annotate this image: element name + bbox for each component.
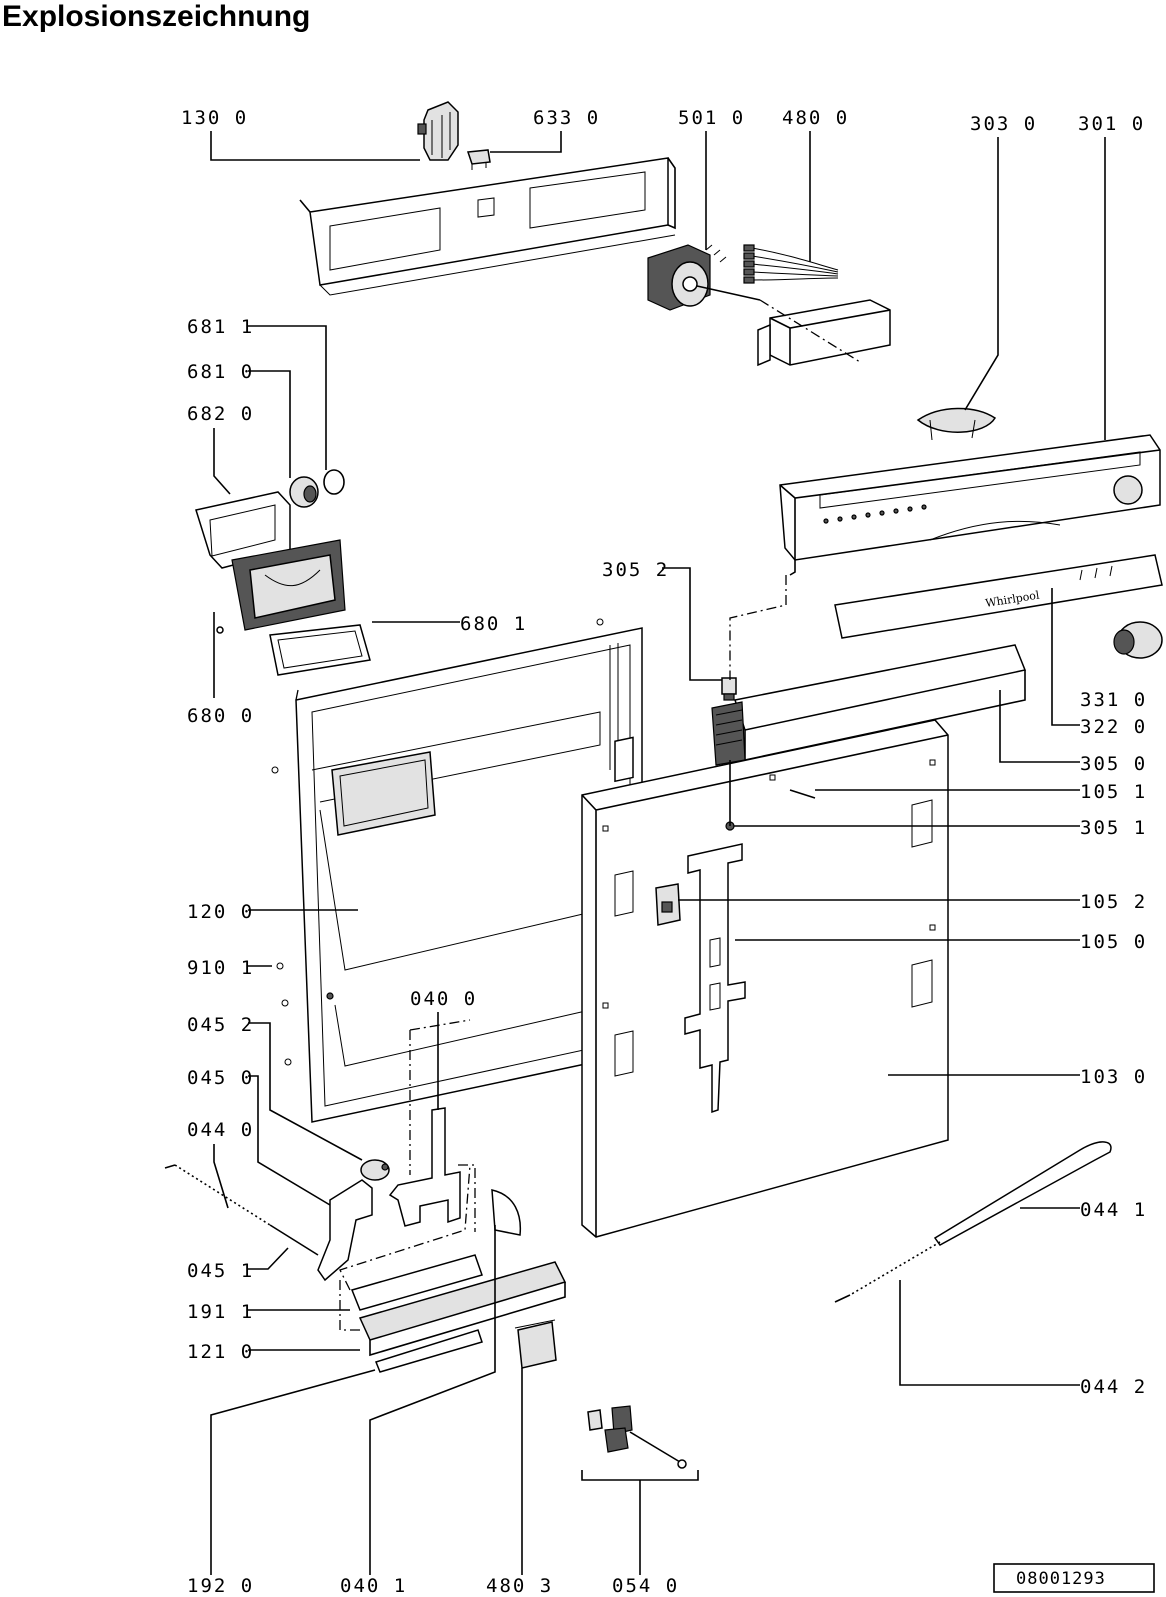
label-121-0: 121 0: [187, 1341, 254, 1363]
part-480-wiring: [743, 244, 839, 284]
label-305-1: 305 1: [1080, 817, 1147, 839]
part-054-kit: [587, 1405, 687, 1469]
label-105-0: 105 0: [1080, 931, 1147, 953]
part-680-1-gasket: [269, 624, 371, 676]
part-305-2-clip: [721, 677, 737, 701]
part-192-rail: [375, 1329, 483, 1373]
label-045-1: 045 1: [187, 1260, 254, 1282]
label-633-0: 633 0: [533, 107, 600, 129]
callout-labels: 130 0 633 0 501 0 480 0 303 0 301 0 681 …: [181, 107, 1147, 1597]
label-191-1: 191 1: [187, 1301, 254, 1323]
leader-lines: [210, 131, 1106, 1575]
part-040-1-wedge: [491, 1189, 522, 1236]
part-633-clip: [466, 149, 491, 170]
label-480-0: 480 0: [782, 107, 849, 129]
label-105-2: 105 2: [1080, 891, 1147, 913]
label-910-1: 910 1: [187, 957, 254, 979]
part-044-2-spring: [834, 1241, 941, 1303]
label-105-1: 105 1: [1080, 781, 1147, 803]
part-044-1-rod: [933, 1141, 1112, 1246]
page-title: Explosionszeichnung: [2, 0, 311, 33]
label-120-0: 120 0: [187, 901, 254, 923]
part-682-dispenser: [195, 491, 346, 634]
part-681-0-button: [289, 476, 319, 508]
part-480-3-block: [514, 1319, 557, 1369]
part-301-control-panel: [779, 434, 1161, 576]
part-331-knob: [1113, 621, 1163, 659]
label-103-0: 103 0: [1080, 1066, 1147, 1088]
drawing-number: 08001293: [1016, 1569, 1106, 1589]
label-044-1: 044 1: [1080, 1199, 1147, 1221]
part-programmer-housing: [757, 299, 891, 367]
label-681-1: 681 1: [187, 316, 254, 338]
part-191-rail: [339, 1254, 567, 1357]
part-501-programmer: [647, 244, 761, 311]
part-control-bracket: [299, 157, 676, 296]
label-680-1: 680 1: [460, 613, 527, 635]
part-105-1-pin: [789, 789, 816, 799]
label-322-0: 322 0: [1080, 716, 1147, 738]
label-501-0: 501 0: [678, 107, 745, 129]
part-040-0-hinge: [388, 1019, 471, 1227]
label-681-0: 681 0: [187, 361, 254, 383]
label-040-0: 040 0: [410, 988, 477, 1010]
label-054-0: 054 0: [612, 1575, 679, 1597]
label-040-1: 040 1: [340, 1575, 407, 1597]
part-120-inner-door: [295, 627, 643, 1123]
part-103-outer-door: [581, 719, 949, 1238]
part-105-2-latch: [655, 883, 681, 926]
part-105-0-latch-bracket: [684, 843, 746, 1114]
part-322-trim-strip: Whirlpool: [834, 554, 1163, 639]
part-681-1-ring: [323, 469, 345, 495]
label-192-0: 192 0: [187, 1575, 254, 1597]
part-303-cover: [916, 407, 997, 441]
label-305-0: 305 0: [1080, 753, 1147, 775]
label-680-0: 680 0: [187, 705, 254, 727]
label-303-0: 303 0: [970, 113, 1037, 135]
label-305-2: 305 2: [602, 559, 669, 581]
label-044-2: 044 2: [1080, 1376, 1147, 1398]
part-045-0-hinge-arm: [317, 1159, 390, 1282]
drawing-number-box: 08001293: [993, 1563, 1155, 1593]
label-682-0: 682 0: [187, 403, 254, 425]
label-331-0: 331 0: [1080, 689, 1147, 711]
label-301-0: 301 0: [1078, 113, 1145, 135]
label-480-3: 480 3: [486, 1575, 553, 1597]
part-910-screws: [271, 618, 604, 1066]
part-130-switch: [417, 101, 459, 161]
label-130-0: 130 0: [181, 107, 248, 129]
label-045-0: 045 0: [187, 1067, 254, 1089]
label-045-2: 045 2: [187, 1014, 254, 1036]
part-044-0-spring: [164, 1164, 319, 1256]
label-044-0: 044 0: [187, 1119, 254, 1141]
